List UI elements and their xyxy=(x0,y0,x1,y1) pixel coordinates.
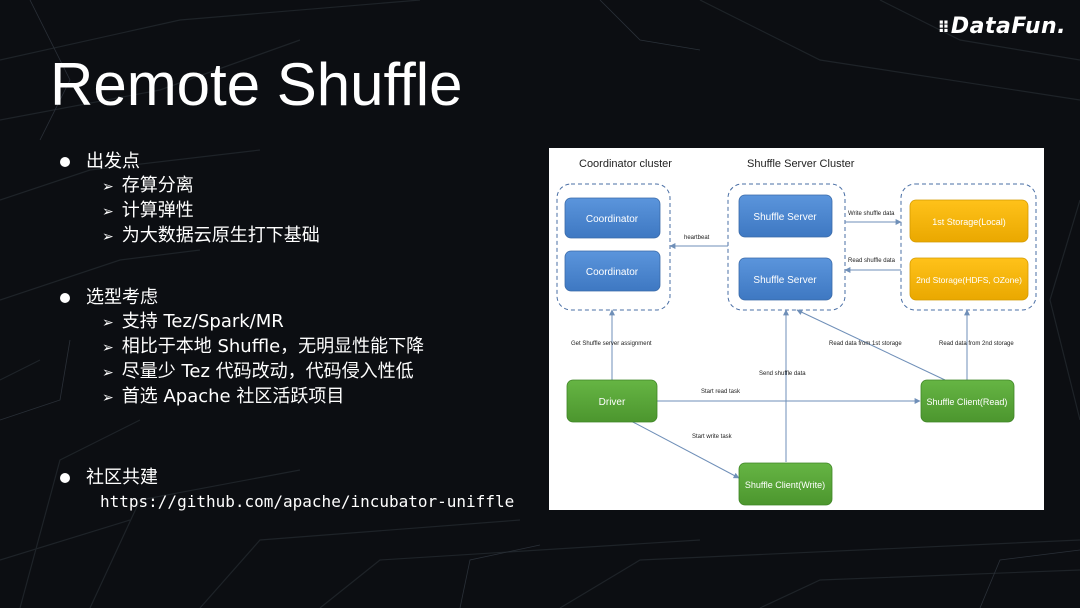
shuffle-server-node-1-label: Shuffle Server xyxy=(753,212,817,223)
arrow-bullet-icon: ➢ xyxy=(102,340,114,356)
read-storage-1-edge-label: Read data from 1st storage xyxy=(829,341,902,347)
shuffle-client-read-node-label: Shuffle Client(Read) xyxy=(927,397,1008,407)
arrow-bullet-icon: ➢ xyxy=(102,204,114,220)
coordinator-node-1: Coordinator xyxy=(564,197,661,239)
storage-remote-node-label: 2nd Storage(HDFS, OZone) xyxy=(916,275,1022,285)
arrow-bullet-icon: ➢ xyxy=(102,179,114,195)
coordinator-node-1-label: Coordinator xyxy=(586,214,639,225)
shuffle-server-node-2-label: Shuffle Server xyxy=(753,275,817,286)
arrow-bullet-icon: ➢ xyxy=(102,315,114,331)
list-item: ➢ 支持 Tez/Spark/MR xyxy=(58,310,424,335)
heartbeat-edge-label: heartbeat xyxy=(684,235,710,241)
write-shuffle-edge-label: Write shuffle data xyxy=(848,211,895,217)
section-heading-text: 出发点 xyxy=(86,151,140,172)
start-write-edge xyxy=(630,420,740,479)
list-item: ➢ 首选 Apache 社区活跃项目 xyxy=(58,385,424,410)
list-item: ➢ 存算分离 xyxy=(58,174,320,199)
section-motivation: 出发点 ➢ 存算分离 ➢ 计算弹性 ➢ 为大数据云原生打下基础 xyxy=(58,150,320,249)
read-storage-1-edge xyxy=(796,309,946,381)
list-item-text: 计算弹性 xyxy=(121,200,194,221)
read-shuffle-edge-label: Read shuffle data xyxy=(848,258,896,264)
arrow-bullet-icon: ➢ xyxy=(102,229,114,245)
list-item: ➢ 计算弹性 xyxy=(58,199,320,224)
datafun-logo: ⠿DataFun. xyxy=(937,14,1066,39)
section-heading: 选型考虑 xyxy=(58,286,424,310)
list-item: ➢ 尽量少 Tez 代码改动，代码侵入性低 xyxy=(58,360,424,385)
shuffle-client-write-node: Shuffle Client(Write) xyxy=(738,462,833,506)
logo-text: DataFun. xyxy=(950,14,1066,39)
shuffle-server-cluster-label: Shuffle Server Cluster xyxy=(747,158,855,170)
logo-dots-icon: ⠿ xyxy=(937,18,949,37)
list-item-text: 相比于本地 Shuffle，无明显性能下降 xyxy=(121,336,425,357)
bullet-dot-icon xyxy=(60,473,70,483)
list-item-text: 为大数据云原生打下基础 xyxy=(121,225,320,246)
list-item: ➢ 为大数据云原生打下基础 xyxy=(58,224,320,249)
section-heading-text: 选型考虑 xyxy=(86,287,158,308)
list-item-text: 支持 Tez/Spark/MR xyxy=(121,311,284,332)
coordinator-cluster-label: Coordinator cluster xyxy=(579,158,672,170)
send-shuffle-edge-label: Send shuffle data xyxy=(759,371,806,377)
list-item-text: 首选 Apache 社区活跃项目 xyxy=(121,386,345,407)
shuffle-server-node-1: Shuffle Server xyxy=(738,194,833,238)
get-assignment-edge-label: Get Shuffle server assignment xyxy=(571,341,652,347)
section-heading: 出发点 xyxy=(58,150,320,174)
arrow-bullet-icon: ➢ xyxy=(102,365,114,381)
driver-node-label: Driver xyxy=(599,397,626,408)
arrow-bullet-icon: ➢ xyxy=(102,390,114,406)
slide-title: Remote Shuffle xyxy=(50,51,463,118)
shuffle-client-read-node: Shuffle Client(Read) xyxy=(920,379,1015,423)
architecture-diagram: Coordinator cluster Shuffle Server Clust… xyxy=(549,148,1044,510)
bullet-dot-icon xyxy=(60,157,70,167)
bullet-dot-icon xyxy=(60,293,70,303)
coordinator-node-2-label: Coordinator xyxy=(586,267,639,278)
driver-node: Driver xyxy=(566,379,658,423)
shuffle-client-write-node-label: Shuffle Client(Write) xyxy=(745,480,825,490)
section-selection: 选型考虑 ➢ 支持 Tez/Spark/MR ➢ 相比于本地 Shuffle，无明显… xyxy=(58,286,424,410)
section-heading: 社区共建 xyxy=(58,466,514,490)
storage-remote-node: 2nd Storage(HDFS, OZone) xyxy=(909,257,1029,301)
list-item-text: 存算分离 xyxy=(121,175,194,196)
github-url-link[interactable]: https://github.com/apache/incubator-unif… xyxy=(100,492,515,511)
start-read-edge-label: Start read task xyxy=(701,389,741,395)
list-item-text: 尽量少 Tez 代码改动，代码侵入性低 xyxy=(121,361,414,382)
section-heading-text: 社区共建 xyxy=(86,467,158,488)
shuffle-server-node-2: Shuffle Server xyxy=(738,257,833,301)
storage-local-node: 1st Storage(Local) xyxy=(909,199,1029,243)
start-write-edge-label: Start write task xyxy=(692,434,733,440)
storage-local-node-label: 1st Storage(Local) xyxy=(932,217,1006,227)
coordinator-node-2: Coordinator xyxy=(564,250,661,292)
read-storage-2-edge-label: Read data from 2nd storage xyxy=(939,341,1014,347)
list-item: ➢ 相比于本地 Shuffle，无明显性能下降 xyxy=(58,335,424,360)
section-community: 社区共建 https://github.com/apache/incubator… xyxy=(58,466,514,514)
